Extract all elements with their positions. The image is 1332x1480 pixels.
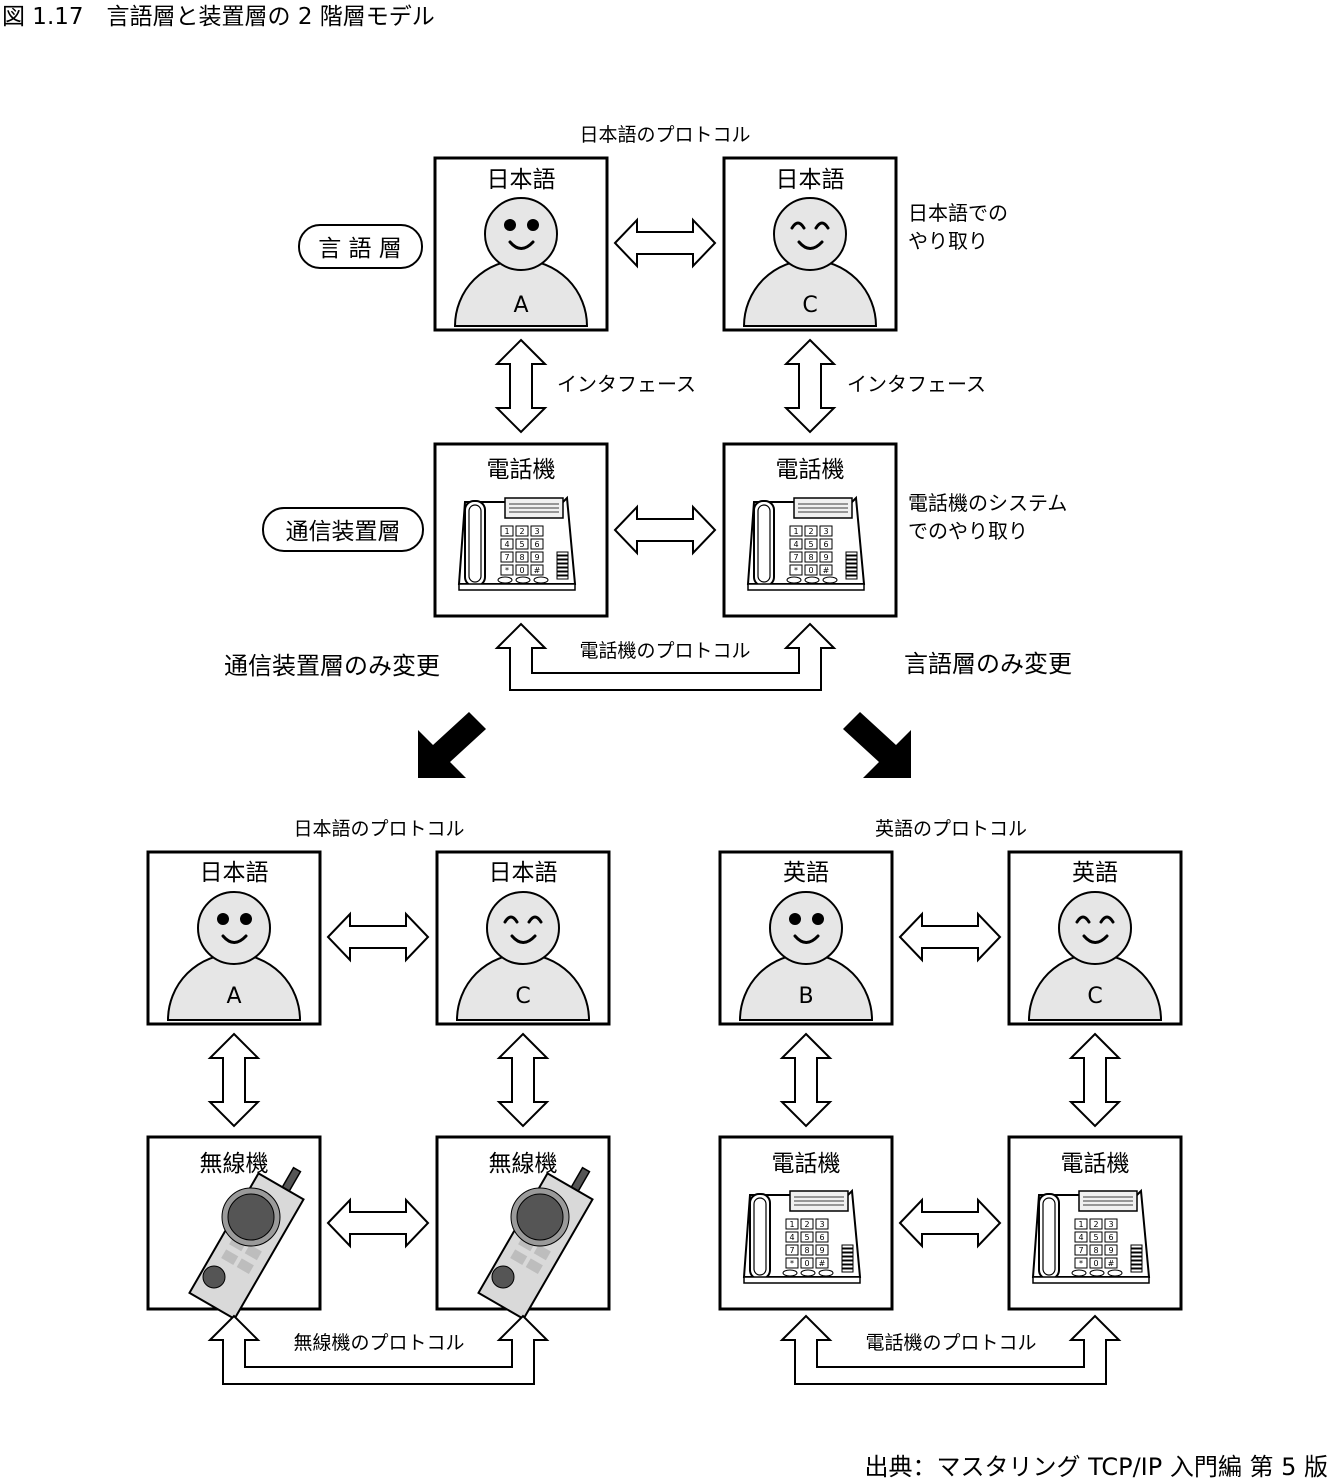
telephone-icon xyxy=(747,497,865,591)
diagonal-arrow-left xyxy=(418,712,486,778)
bl-interface-arrow-left xyxy=(209,1033,259,1127)
layer-label-lang: 言 語 層 xyxy=(298,224,423,269)
bl-radio-protocol-label: 無線機のプロトコル xyxy=(293,1332,464,1354)
bl-lang-exchange-arrow xyxy=(327,913,429,961)
br-interface-arrow-left xyxy=(781,1033,831,1127)
bl-interface-arrow-right xyxy=(498,1033,548,1127)
source-credit: 出典：マスタリング TCP/IP 入門編 第 5 版 xyxy=(864,1453,1328,1480)
layer-label-device: 通信装置層 xyxy=(262,507,424,552)
telephone-icon xyxy=(1032,1190,1150,1284)
person-c-letter: C xyxy=(802,293,817,318)
telephone-icon xyxy=(743,1190,861,1284)
svg-text:英語: 英語 xyxy=(783,860,829,886)
svg-text:電話機: 電話機 xyxy=(1061,1151,1130,1177)
top-lang-exchange-arrow xyxy=(614,219,716,267)
br-device-exchange-arrow xyxy=(899,1199,1001,1247)
phone-left-title: 電話機 xyxy=(487,457,556,483)
note-device-line1: 電話機のシステム xyxy=(908,491,1067,515)
svg-text:無線機: 無線機 xyxy=(200,1151,269,1177)
diagonal-arrow-right xyxy=(843,712,911,778)
person-c-title: 日本語 xyxy=(776,167,845,193)
top-device-exchange-arrow xyxy=(614,506,716,554)
br-person-b-box: 英語 B xyxy=(718,850,894,1026)
telephone-icon xyxy=(458,497,576,591)
top-phone-right-box: 電話機 xyxy=(722,442,898,618)
svg-text:日本語: 日本語 xyxy=(489,860,558,886)
svg-text:C: C xyxy=(1087,984,1102,1009)
svg-text:通信装置層: 通信装置層 xyxy=(286,519,401,545)
top-protocol-lang-label: 日本語のプロトコル xyxy=(579,124,750,146)
note-lang-line1: 日本語での xyxy=(908,201,1008,225)
top-person-a-box: 日本語 A xyxy=(433,156,609,332)
note-device-line2: でのやり取り xyxy=(908,519,1028,543)
interface-arrow-left xyxy=(496,339,546,433)
svg-text:B: B xyxy=(798,984,813,1009)
change-lang-only-label: 言語層のみ変更 xyxy=(904,650,1072,678)
change-device-only-label: 通信装置層のみ変更 xyxy=(224,652,440,680)
top-phone-protocol-arrow xyxy=(494,622,837,691)
bl-person-c-box: 日本語 C xyxy=(435,850,611,1026)
bottom-left-section: 日本語のプロトコル 日本語 A 日本語 C 無線機 無線機 無線機のプ xyxy=(146,818,611,1385)
top-phone-left-box: 電話機 xyxy=(433,442,609,618)
person-a-title: 日本語 xyxy=(487,167,556,193)
top-person-c-box: 日本語 C xyxy=(722,156,898,332)
interface-label-right: インタフェース xyxy=(847,372,986,396)
br-phone-protocol-label: 電話機のプロトコル xyxy=(865,1332,1036,1354)
top-section: 日本語のプロトコル 言 語 層 通信装置層 日本語 A 日本語 C 日本語での … xyxy=(224,124,1072,778)
br-interface-arrow-right xyxy=(1070,1033,1120,1127)
bl-device-exchange-arrow xyxy=(327,1199,429,1247)
bl-person-a-box: 日本語 A xyxy=(146,850,322,1026)
top-phone-protocol-label: 電話機のプロトコル xyxy=(579,640,750,662)
bottom-right-section: 英語のプロトコル 英語 B 英語 C 電話機 電話機 電話機のプロトコ xyxy=(718,818,1183,1385)
person-a-letter: A xyxy=(513,293,528,318)
bl-radio-right-box: 無線機 xyxy=(435,1135,611,1320)
svg-text:無線機: 無線機 xyxy=(489,1151,558,1177)
svg-text:A: A xyxy=(226,984,241,1009)
interface-arrow-right xyxy=(785,339,835,433)
bl-radio-protocol-arrow xyxy=(207,1314,550,1385)
bl-radio-left-box: 無線機 xyxy=(146,1135,322,1320)
br-phone-protocol-arrow xyxy=(779,1314,1122,1385)
br-lang-exchange-arrow xyxy=(899,913,1001,961)
phone-right-title: 電話機 xyxy=(776,457,845,483)
note-lang-line2: やり取り xyxy=(908,229,988,253)
svg-text:電話機: 電話機 xyxy=(772,1151,841,1177)
svg-text:日本語: 日本語 xyxy=(200,860,269,886)
bl-protocol-lang-label: 日本語のプロトコル xyxy=(293,818,464,840)
interface-label-left: インタフェース xyxy=(557,372,696,396)
svg-text:英語: 英語 xyxy=(1072,860,1118,886)
br-phone-left-box: 電話機 xyxy=(718,1135,894,1311)
br-phone-right-box: 電話機 xyxy=(1007,1135,1183,1311)
br-person-c-box: 英語 C xyxy=(1007,850,1183,1026)
svg-text:言 語 層: 言 語 層 xyxy=(318,236,402,262)
svg-text:C: C xyxy=(515,984,530,1009)
br-protocol-lang-label: 英語のプロトコル xyxy=(875,818,1027,840)
figure-caption: 図 1.17 言語層と装置層の 2 階層モデル xyxy=(2,4,435,30)
